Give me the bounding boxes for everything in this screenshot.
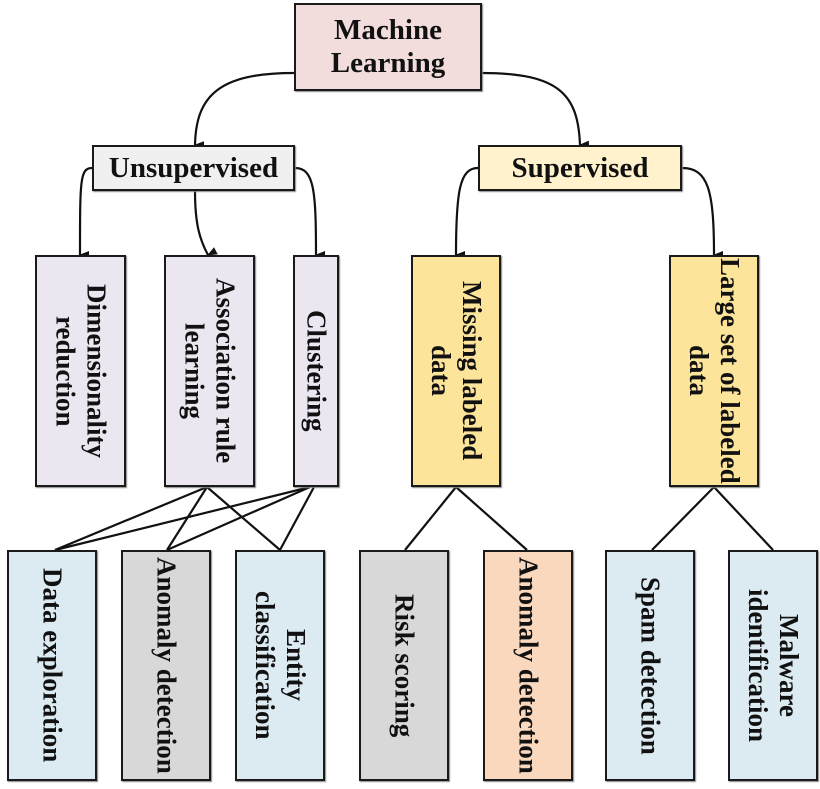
edge-clustering-anomaly-1 xyxy=(166,485,311,552)
node-label: Anomaly detection xyxy=(151,557,182,774)
edge-association-data-exploration xyxy=(54,485,208,552)
node-label: Unsupervised xyxy=(108,151,279,184)
edge-root-unsupervised xyxy=(193,71,295,150)
node-label: Data exploration xyxy=(37,568,68,763)
node-dimensionality-reduction: Dimensionality reduction xyxy=(35,255,126,487)
node-data-exploration: Data exploration xyxy=(7,550,97,781)
node-label: Missing labeled data xyxy=(426,281,487,461)
edge-missing-risk xyxy=(404,486,457,551)
node-machine-learning: Machine Learning xyxy=(294,3,482,91)
edge-large-spam xyxy=(651,486,715,551)
edge-large-malware xyxy=(713,486,774,551)
node-supervised: Supervised xyxy=(478,145,682,191)
node-label: Association rule learning xyxy=(179,278,241,464)
edge-unsupervised-dimensionality xyxy=(78,166,93,260)
edge-root-supervised xyxy=(481,71,590,149)
node-label: Large set of labeled data xyxy=(684,258,745,484)
node-clustering: Clustering xyxy=(293,255,339,487)
node-spam-detection: Spam detection xyxy=(605,550,695,781)
node-missing-labeled-data: Missing labeled data xyxy=(411,255,501,487)
node-label: Dimensionality reduction xyxy=(50,283,112,458)
edge-supervised-missing xyxy=(454,166,479,260)
node-anomaly-detection-supervised: Anomaly detection xyxy=(483,550,573,781)
node-malware-identification: Malware identification xyxy=(728,550,818,781)
node-label: Supervised xyxy=(511,151,649,184)
edge-clustering-data-exploration xyxy=(54,485,311,552)
node-association-rule-learning: Association rule learning xyxy=(164,255,255,487)
node-label: Clustering xyxy=(301,310,332,432)
edge-association-entity xyxy=(206,486,281,551)
node-label: Entity classification xyxy=(250,591,311,740)
edge-unsupervised-association xyxy=(193,190,218,256)
edge-missing-anomaly-2 xyxy=(455,486,528,551)
node-label: Anomaly detection xyxy=(513,557,544,774)
node-label: Spam detection xyxy=(635,576,666,755)
node-risk-scoring: Risk scoring xyxy=(359,550,449,781)
node-label: Machine Learning xyxy=(330,14,446,79)
node-label: Malware identification xyxy=(743,589,804,742)
edge-supervised-large xyxy=(681,166,724,259)
edge-unsupervised-clustering xyxy=(294,166,326,259)
edge-clustering-entity xyxy=(279,486,315,551)
node-entity-classification: Entity classification xyxy=(235,550,325,781)
node-anomaly-detection-unsupervised: Anomaly detection xyxy=(121,550,211,781)
node-large-labeled-data: Large set of labeled data xyxy=(669,255,759,487)
node-unsupervised: Unsupervised xyxy=(92,145,295,191)
node-label: Risk scoring xyxy=(389,593,420,738)
